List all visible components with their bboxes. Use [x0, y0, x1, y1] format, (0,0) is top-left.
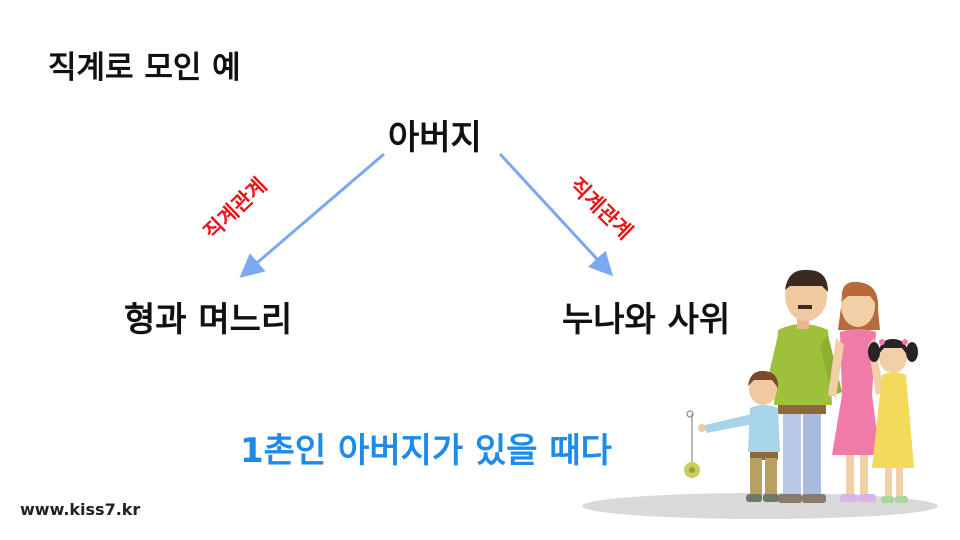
footer-url: www.kiss7.kr	[20, 500, 141, 519]
left-arrow	[239, 152, 385, 278]
right-arrow	[498, 152, 614, 277]
root-node-father: 아버지	[388, 118, 482, 158]
right-node-sister-and-husband: 누나와 사위	[562, 300, 731, 340]
caption: 1촌인 아버지가 있을 때다	[240, 431, 612, 471]
left-node-brother-and-wife: 형과 며느리	[124, 300, 293, 340]
mother-figure-icon	[828, 281, 884, 502]
daughter-figure-icon	[868, 338, 918, 503]
son-figure-icon	[684, 370, 780, 502]
slide-title: 직계로 모인 예	[48, 50, 241, 86]
